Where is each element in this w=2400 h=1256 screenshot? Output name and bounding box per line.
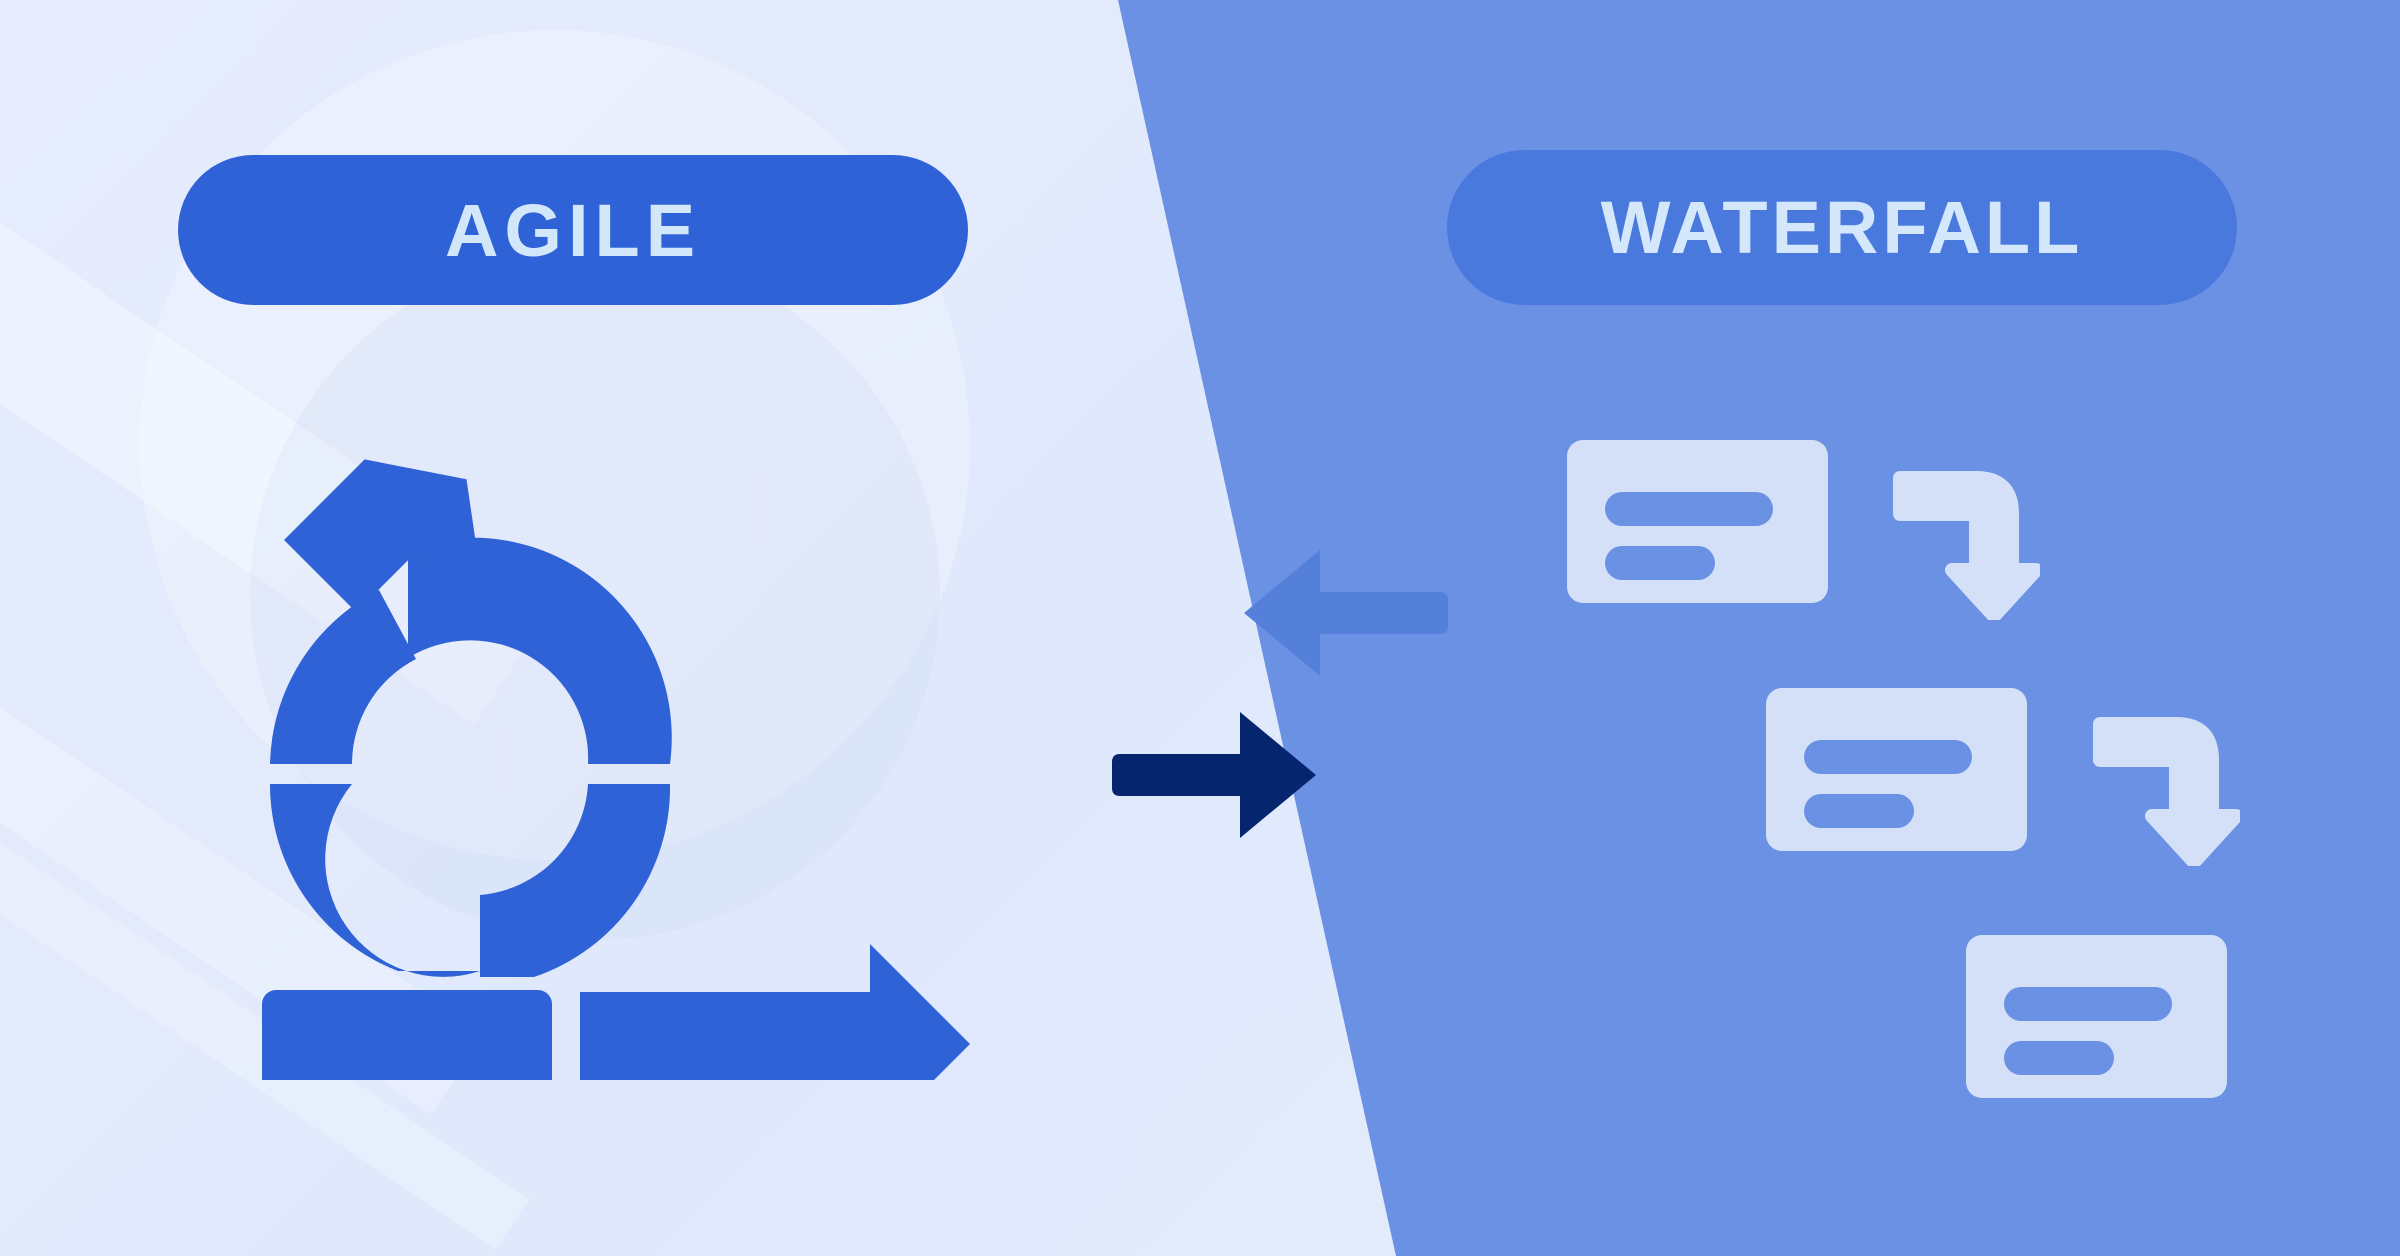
card-text-line: [2004, 987, 2172, 1021]
arrow-left-icon: [1244, 550, 1448, 676]
agile-label-text: AGILE: [444, 188, 702, 272]
card-text-line: [2004, 1041, 2114, 1075]
elbow-arrow-2: [2093, 717, 2240, 866]
card-text-line: [1804, 794, 1914, 828]
card-text-line: [1605, 546, 1715, 580]
waterfall-phase-card-2[interactable]: [1766, 688, 2027, 851]
card-text-line: [1605, 492, 1773, 526]
waterfall-label-text: WATERFALL: [1600, 186, 2084, 269]
waterfall-phase-card-1[interactable]: [1567, 440, 1828, 603]
agile-cycle-icon: [262, 459, 970, 1080]
elbow-arrow-1: [1893, 471, 2040, 620]
agile-label-pill[interactable]: AGILE: [178, 155, 968, 305]
waterfall-label-pill[interactable]: WATERFALL: [1447, 150, 2237, 305]
card-text-line: [1804, 740, 1972, 774]
waterfall-phase-card-3[interactable]: [1966, 935, 2227, 1098]
arrow-right-icon: [1112, 712, 1316, 838]
